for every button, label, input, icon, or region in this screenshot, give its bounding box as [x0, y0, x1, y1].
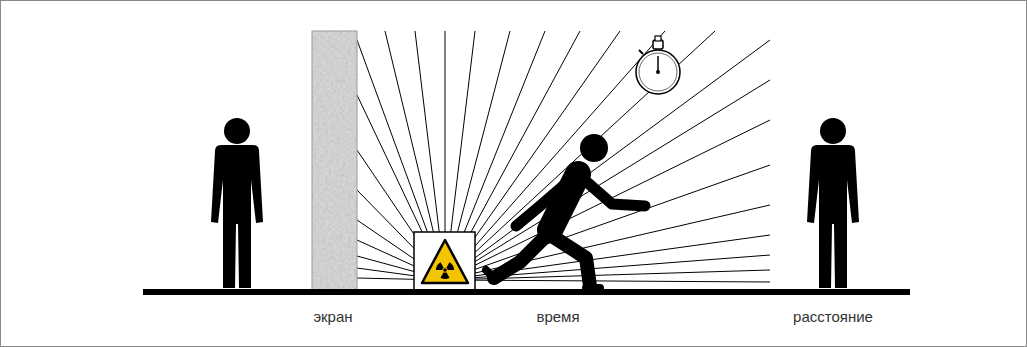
radiation-source	[414, 232, 475, 292]
person-behind-shield	[211, 118, 263, 288]
person-at-distance	[807, 118, 859, 288]
caption-label: экран	[313, 308, 352, 326]
running-person	[486, 134, 645, 288]
shield-wall	[312, 31, 357, 292]
caption-label: расстояние	[793, 308, 873, 326]
ground-line	[143, 289, 910, 295]
caption-label: время	[536, 308, 579, 326]
stopwatch	[636, 36, 680, 94]
